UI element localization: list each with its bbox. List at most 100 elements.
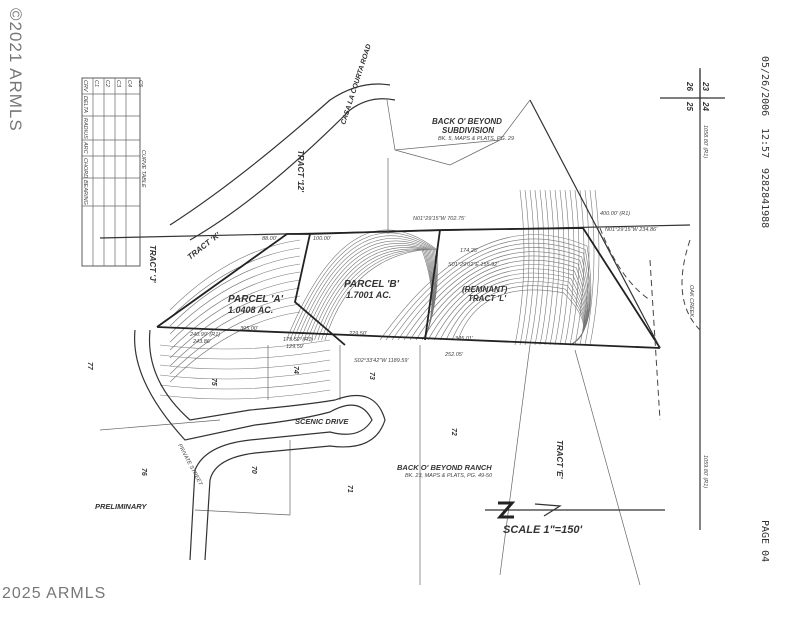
contour-line [169, 247, 301, 319]
contour-line [524, 189, 535, 346]
dimension-labels: N01°29'15"W 702.75' 100.00' 400.00' (R1)… [189, 125, 708, 488]
contour-line [169, 255, 301, 327]
contour-line [159, 339, 331, 350]
curve-table-row: C2 [104, 80, 110, 87]
contour-line [589, 189, 600, 346]
map-label: 25 [685, 101, 694, 111]
tract-e-label: TRACT 'E' [555, 440, 564, 480]
contour-line [529, 189, 540, 346]
fax-header: 05/26/2006 12:57 9282841988 PAGE 04 [759, 56, 770, 562]
map-label: 229.50' [348, 331, 368, 337]
north-subdivision-ref: BK. 5, MAPS & PLATS, PG. 29 [438, 136, 514, 142]
map-label: 240.99' (R1) [189, 332, 220, 338]
contour-line [514, 189, 525, 346]
map-label: 26 [685, 81, 694, 91]
contour-line [559, 189, 570, 346]
map-label: 174.25' [460, 248, 479, 254]
curve-table-row: C4 [126, 80, 132, 87]
map-label: N01°29'15"W 702.75' [413, 216, 466, 222]
watermark-bottom: 2025 ARMLS [2, 585, 106, 602]
curve-table: CURVE TABLE CRV DELTA RADIUS ARC CHORD B… [81, 77, 146, 267]
contour-line [169, 311, 301, 383]
remnant-label: (REMNANT) [462, 285, 508, 294]
tract-k-label: TRACT 'K' [186, 230, 223, 262]
contour-line [169, 295, 301, 367]
contour-line [169, 279, 301, 351]
map-label: 70 [250, 466, 257, 474]
map-label: 72 [450, 428, 457, 436]
tract-12-label: TRACT '12' [296, 150, 305, 193]
contour-line [169, 303, 301, 375]
curve-table-header: RADIUS [82, 118, 88, 139]
map-label: N01°29'15"W 234.86' [605, 227, 658, 233]
map-label: 24 [701, 101, 710, 111]
fax-time: 12:57 [759, 128, 770, 158]
north-subdivision-name: BACK O' BEYOND [432, 117, 502, 126]
curve-table-row: C5 [137, 80, 143, 88]
contour-line [574, 189, 585, 346]
contour-line [159, 389, 331, 400]
contour-line [544, 189, 555, 346]
topo-contours [159, 189, 600, 400]
contour-line [569, 189, 580, 346]
contour-line [169, 287, 301, 359]
curve-table-header: ARC [82, 141, 88, 154]
private-street-label: PRIVATE STREET [176, 443, 203, 487]
curve-table-header: BEARING [82, 180, 88, 205]
map-label: 252.05' [444, 352, 464, 358]
parcel-b-area: 1.7001 AC. [346, 290, 391, 300]
scenic-drive-label: SCENIC DRIVE [295, 417, 349, 426]
contour-line [534, 189, 545, 346]
curve-table-header: DELTA [82, 96, 88, 113]
curve-table-row: C3 [115, 80, 121, 88]
contour-line [286, 229, 439, 341]
fax-number: 9282841988 [759, 168, 770, 228]
oak-creek-label: OAK CREEK [688, 285, 694, 317]
map-label: 77 [86, 362, 93, 371]
map-label: 243.86' [192, 339, 212, 345]
contour-line [159, 359, 331, 370]
map-label: S02°33'42"W 1189.59' [354, 358, 409, 364]
roads [133, 83, 396, 561]
map-label: 71 [346, 485, 353, 493]
contour-line [564, 189, 575, 346]
north-subdivision-name2: SUBDIVISION [442, 126, 494, 135]
parcel-b-name: PARCEL 'B' [344, 279, 400, 290]
fax-page: PAGE 04 [759, 520, 770, 562]
map-label: S01°29'02"E 155.92' [448, 262, 499, 268]
boundary-lines [99, 68, 725, 586]
contour-line [554, 189, 565, 346]
section-numbers: 23 24 26 25 [685, 81, 710, 111]
curve-table-row: C1 [93, 80, 99, 87]
map-label: 74 [292, 366, 299, 374]
map-label: 395.00' [240, 326, 259, 332]
contour-line [159, 379, 331, 390]
fax-date: 05/26/2006 [759, 56, 770, 116]
curve-table-header: CHORD [82, 158, 88, 178]
contour-line [159, 369, 331, 380]
map-label: 1059.80' (R1) [702, 455, 708, 488]
map-label: 1058.80' (R1) [702, 125, 708, 158]
contour-line [169, 239, 301, 311]
scale-label: SCALE 1"=150' [503, 524, 582, 536]
tract-l-label: TRACT 'L' [468, 294, 507, 303]
contour-line [159, 349, 331, 360]
map-label: 73 [368, 372, 375, 380]
map-label: 129.59' [286, 344, 305, 350]
map-label: 75 [210, 378, 217, 386]
contour-line [519, 189, 530, 346]
south-subdivision-ref: BK. 23, MAPS & PLATS, PG. 49-50 [405, 473, 493, 479]
map-label: 76 [140, 468, 147, 476]
map-label: 23 [701, 81, 710, 91]
parcel-a-area: 1.0408 AC. [228, 305, 273, 315]
map-label: 100.00' [313, 236, 332, 242]
map-label: 88.00' [262, 236, 278, 242]
map-label: 400.00' (R1) [600, 211, 630, 217]
curve-table-title: CURVE TABLE [140, 150, 146, 188]
preliminary-label: PRELIMINARY [95, 502, 148, 511]
contour-line [584, 189, 595, 346]
map-label: 179.52' (R1) [283, 337, 313, 343]
tract-j-label: TRACT 'J' [148, 245, 157, 284]
lot-numbers: 77 76 75 74 73 72 71 70 [86, 362, 457, 493]
